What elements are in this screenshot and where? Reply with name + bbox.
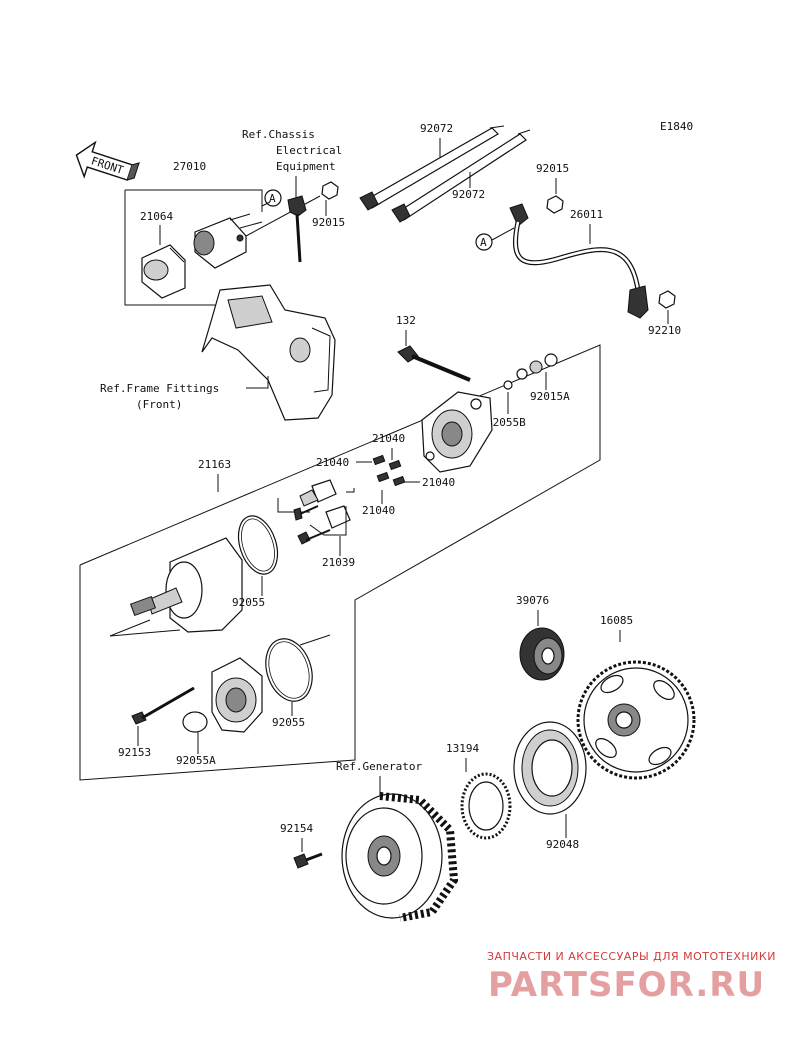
label-92055B: 92055B: [486, 416, 526, 429]
brush-holder-21039: [293, 479, 351, 545]
watermark-tagline: ЗАПЧАСТИ И АКСЕССУАРЫ ДЛЯ МОТОТЕХНИКИ: [487, 950, 776, 963]
label-92072-b: 92072: [452, 188, 485, 201]
starter-motor-yoke: [109, 537, 243, 637]
label-13194: 13194: [446, 742, 479, 755]
nut-92015-right: [546, 195, 564, 214]
ref-chassis-line1: Ref.Chassis: [242, 128, 315, 141]
starter-front-cover: [211, 657, 263, 733]
label-92015-top: 92015: [312, 216, 345, 229]
label-39076: 39076: [516, 594, 549, 607]
starter-clutch-gear-16085: [576, 660, 696, 780]
starter-end-cover: [421, 391, 493, 473]
long-bolt-132: [397, 345, 471, 382]
front-arrow-icon: FRONT: [75, 140, 140, 181]
spring-b: [388, 459, 402, 471]
nut-92210: [658, 290, 676, 309]
label-21040-c: 21040: [422, 476, 455, 489]
washer-92015A: [529, 360, 543, 374]
generator-rotor: [341, 792, 459, 922]
spring-d: [392, 475, 406, 487]
label-21040-b: 21040: [316, 456, 349, 469]
label-21040-a: 21040: [372, 432, 405, 445]
one-way-clutch-13194: [460, 772, 512, 840]
cable-tie-upper: [359, 125, 505, 211]
label-92055-a: 92055: [232, 596, 265, 609]
label-92055A: 92055A: [176, 754, 216, 767]
frame-fitting-bracket: [201, 284, 336, 421]
spring-c: [376, 471, 390, 483]
o-ring-92055B: [503, 380, 513, 390]
diagram-code: E1840: [660, 120, 693, 133]
label-21064: 21064: [140, 210, 173, 223]
label-92015A: 92015A: [530, 390, 570, 403]
label-92015-right: 92015: [536, 162, 569, 175]
label-92154: 92154: [280, 822, 313, 835]
ref-frame-line2: (Front): [136, 398, 182, 411]
o-ring-92055A: [182, 711, 208, 733]
ref-chassis-line3: Equipment: [276, 160, 336, 173]
watermark-brand: PARTSFOR.RU: [488, 965, 765, 1005]
relay-cap-part: [141, 244, 186, 299]
starter-cable-part: [509, 203, 649, 319]
label-21040-d: 21040: [362, 504, 395, 517]
label-21039: 21039: [322, 556, 355, 569]
ref-frame-line1: Ref.Frame Fittings: [100, 382, 219, 395]
cable-tie-lower: [391, 129, 531, 223]
chassis-cable-terminal: [287, 195, 307, 263]
label-21163: 21163: [198, 458, 231, 471]
clutch-housing-92048: [513, 721, 587, 815]
label-92055-b: 92055: [272, 716, 305, 729]
marker-a-circle-cable: [475, 233, 493, 251]
label-16085: 16085: [600, 614, 633, 627]
o-ring-92055-lower: [265, 638, 313, 702]
washer-small: [516, 368, 528, 380]
bolt-92154: [293, 852, 323, 869]
label-92048: 92048: [546, 838, 579, 851]
marker-a-top: A: [269, 192, 276, 205]
long-bolt-92153: [131, 686, 195, 725]
ref-generator: Ref.Generator: [336, 760, 422, 773]
spring-a: [372, 454, 386, 466]
label-92072-a: 92072: [420, 122, 453, 135]
nut-92015-top: [321, 181, 339, 200]
nut-92015A: [544, 353, 558, 367]
label-132: 132: [396, 314, 416, 327]
label-92153: 92153: [118, 746, 151, 759]
idle-gear-39076: [519, 627, 565, 681]
starter-relay-part: [193, 213, 263, 269]
label-27010: 27010: [173, 160, 206, 173]
label-26011: 26011: [570, 208, 603, 221]
ref-chassis-line2: Electrical: [276, 144, 342, 157]
marker-a-cable: A: [480, 236, 487, 249]
label-92210: 92210: [648, 324, 681, 337]
